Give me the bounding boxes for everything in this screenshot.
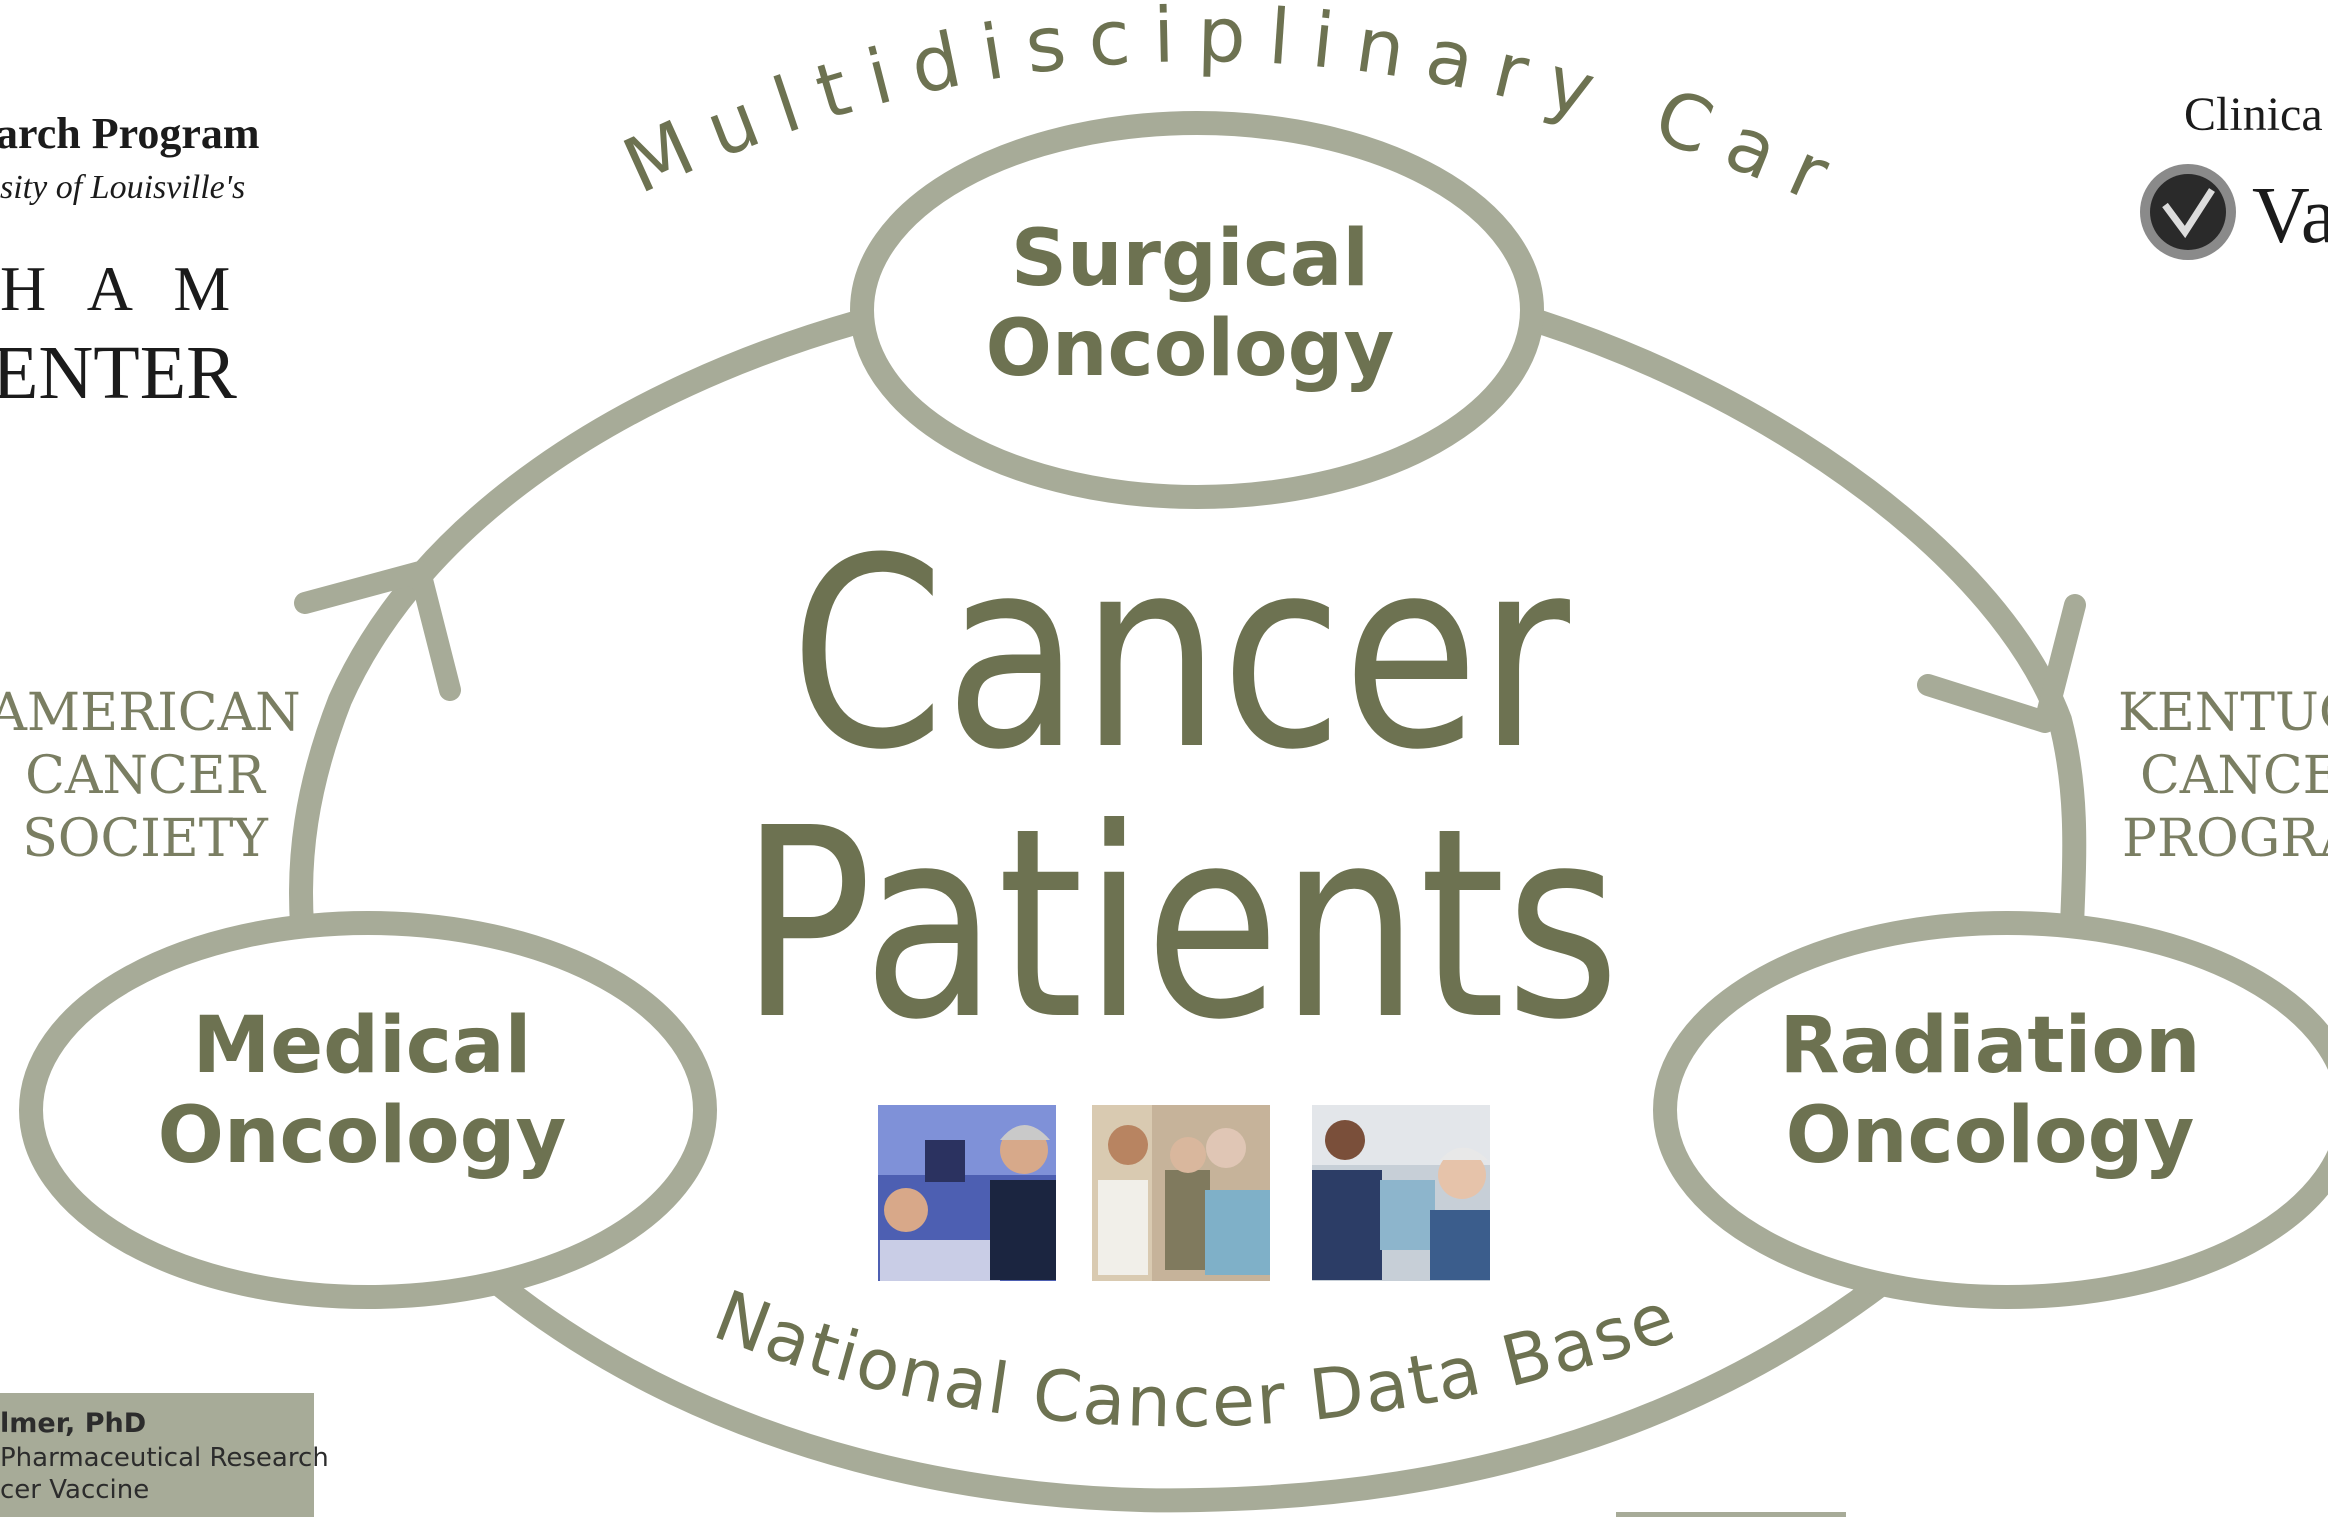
- logo-tl-line2: sity of Louisville's: [0, 169, 245, 206]
- radiation-oncology-node: [1653, 911, 2328, 1309]
- photo-hospital-bed: [878, 1105, 1056, 1281]
- cycle-arc-right: [1528, 310, 2087, 937]
- logo-tr-line1: Clinica: [2184, 88, 2323, 141]
- author-affiliation: Pharmaceutical Research: [0, 1443, 329, 1473]
- kcp-line3: PROGRAM: [2122, 809, 2328, 869]
- logo-tl-line3: H A M: [0, 253, 244, 324]
- photo-blood-pressure-check: [1312, 1105, 1490, 1281]
- medical-label-line1: Medical: [193, 1001, 532, 1091]
- center-title-line2: Patients: [740, 772, 1620, 1077]
- kentucky-cancer-program-logo: KENTUCKY CANCER PROGRAM: [2118, 683, 2328, 869]
- photo-doctor-consultation: [1092, 1105, 1270, 1281]
- author-name: lmer, PhD: [0, 1408, 146, 1439]
- author-project: cer Vaccine: [0, 1475, 149, 1505]
- cycle-arc-bottom: [488, 1273, 1892, 1513]
- vaccine-seal-inner: [2150, 174, 2226, 250]
- medical-oncology-node: [19, 911, 717, 1309]
- bottom-rule: [1616, 1512, 1846, 1517]
- logo-tl-line4: ENTER: [0, 331, 237, 415]
- seal-check-icon: [2162, 188, 2215, 239]
- author-info-box: lmer, PhD Pharmaceutical Research cer Va…: [0, 1393, 329, 1517]
- cycle-arc-left: [289, 310, 870, 937]
- kcp-line1: KENTUCKY: [2118, 683, 2328, 743]
- arrow-right-icon: [1917, 594, 2086, 733]
- logo-tl-line1: arch Program: [0, 109, 260, 158]
- clinical-vaccine-logo: Clinica Va: [2140, 88, 2328, 260]
- national-cancer-data-base-arc: National Cancer Data Base: [704, 1274, 1686, 1443]
- radiation-label-line1: Radiation: [1779, 1001, 2200, 1091]
- kcp-line2: CANCER: [2140, 746, 2328, 806]
- acs-line2: CANCER: [25, 746, 267, 806]
- arrow-left-icon: [294, 561, 461, 701]
- surgical-label-line1: Surgical: [1011, 214, 1369, 304]
- center-title-line1: Cancer: [790, 502, 1572, 807]
- acs-line1: AMERICAN: [0, 683, 301, 743]
- american-cancer-society-logo: AMERICAN CANCER SOCIETY: [0, 683, 301, 869]
- brown-cancer-center-logo: arch Program sity of Louisville's H A M …: [0, 109, 260, 415]
- surgical-label-line2: Oncology: [986, 304, 1395, 394]
- medical-label-line2: Oncology: [158, 1091, 567, 1181]
- radiation-label-line2: Oncology: [1786, 1091, 2195, 1181]
- logo-tr-line2: Va: [2252, 172, 2328, 260]
- surgical-oncology-node: [850, 111, 1544, 509]
- arc-bottom-text: National Cancer Data Base: [704, 1274, 1684, 1443]
- acs-line3: SOCIETY: [22, 809, 268, 869]
